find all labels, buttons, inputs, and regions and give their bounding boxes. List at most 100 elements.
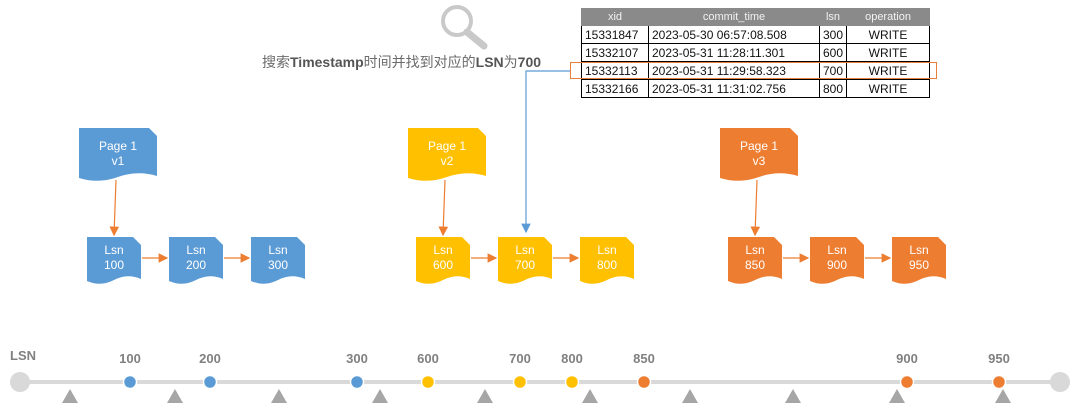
axis-start-cap	[10, 372, 30, 392]
lsn-label: Lsn	[909, 243, 928, 257]
axis-tick-marker	[372, 389, 388, 403]
lsn-doc-icon	[728, 237, 782, 284]
lsn-doc-icon	[87, 237, 141, 284]
page-title: Page 1	[99, 139, 137, 153]
cell-commit-time: 2023-05-31 11:29:58.323	[648, 61, 820, 80]
axis-tick-marker	[889, 389, 905, 403]
lsn-doc-icon	[810, 237, 864, 284]
lsn-label: Lsn	[433, 243, 452, 257]
lsn-label: Lsn	[104, 243, 123, 257]
lsn-label: Lsn	[597, 243, 616, 257]
timeline-point-label: 200	[199, 351, 221, 366]
timeline-point	[349, 374, 365, 390]
table-row: 15332166 2023-05-31 11:31:02.756 800 WRI…	[581, 79, 930, 98]
timeline-point	[512, 374, 528, 390]
table-row-highlighted: 15332113 2023-05-31 11:29:58.323 700 WRI…	[581, 61, 930, 80]
timeline-point	[420, 374, 436, 390]
lsn-doc-icon	[251, 237, 305, 284]
page-title: Page 1	[740, 139, 778, 153]
lsn-doc-icon	[169, 237, 223, 284]
axis-tick-marker	[785, 389, 801, 403]
caption-lsn-word: LSN	[475, 54, 504, 70]
header-lsn: lsn	[818, 8, 848, 26]
lsn-label: Lsn	[268, 243, 287, 257]
timeline-point-label: 950	[988, 351, 1010, 366]
timeline-point	[202, 374, 218, 390]
lsn-label: Lsn	[827, 243, 846, 257]
page-to-lsn-arrow	[438, 179, 449, 237]
timeline-point	[991, 374, 1007, 390]
timeline-point	[636, 374, 652, 390]
lsn-doc-icon	[498, 237, 552, 284]
cell-lsn: 300	[818, 25, 848, 44]
page-doc-icon	[79, 128, 157, 181]
lsn-value: 300	[268, 258, 288, 272]
cell-xid: 15332113	[581, 61, 649, 80]
axis-end-cap	[1050, 372, 1070, 392]
page-doc-icon	[720, 128, 798, 181]
cell-commit-time: 2023-05-30 06:57:08.508	[648, 25, 820, 44]
search-caption: 搜索Timestamp时间并找到对应的LSN为700	[262, 52, 541, 72]
lsn-label: Lsn	[186, 243, 205, 257]
axis-label: LSN	[10, 348, 36, 363]
cell-operation: WRITE	[846, 25, 930, 44]
table-row: 15332107 2023-05-31 11:28:11.301 600 WRI…	[581, 43, 930, 62]
lsn-doc-icon	[580, 237, 634, 284]
caption-keyword: Timestamp	[290, 54, 364, 70]
timeline-point	[564, 374, 580, 390]
timeline-point-label: 850	[633, 351, 655, 366]
lsn-value: 600	[433, 258, 453, 272]
page-to-lsn-arrow	[750, 179, 761, 237]
cell-operation: WRITE	[846, 79, 930, 98]
header-xid: xid	[581, 8, 649, 26]
timeline-point	[899, 374, 915, 390]
cell-commit-time: 2023-05-31 11:28:11.301	[648, 43, 820, 62]
axis-tick-marker	[995, 389, 1011, 403]
timeline-point-label: 900	[896, 351, 918, 366]
axis-tick-marker	[682, 389, 698, 403]
highlighted-row-box	[570, 62, 937, 79]
caption-middle: 时间并找到对应的	[363, 54, 476, 70]
lsn-value: 850	[745, 258, 765, 272]
lsn-doc-icon	[416, 237, 470, 284]
caption-value: 700	[517, 54, 542, 70]
timeline-point-label: 700	[509, 351, 531, 366]
cell-lsn: 600	[818, 43, 848, 62]
lsn-label: Lsn	[515, 243, 534, 257]
lsn-value: 900	[827, 258, 847, 272]
lsn-value: 100	[104, 258, 124, 272]
lookup-link-arrow	[521, 70, 571, 234]
axis-tick-marker	[477, 389, 493, 403]
lsn-label: Lsn	[745, 243, 764, 257]
lsn-value: 200	[186, 258, 206, 272]
table-header-row: xid commit_time lsn operation	[581, 8, 930, 26]
cell-commit-time: 2023-05-31 11:31:02.756	[648, 79, 820, 98]
timeline-point-label: 300	[346, 351, 368, 366]
header-commit-time: commit_time	[648, 8, 820, 26]
lsn-value: 950	[909, 258, 929, 272]
cell-xid: 15332166	[581, 79, 649, 98]
page-version: v2	[441, 154, 454, 168]
timeline-point-label: 100	[119, 351, 141, 366]
page-title: Page 1	[428, 139, 466, 153]
axis-tick-marker	[582, 389, 598, 403]
cell-xid: 15331847	[581, 25, 649, 44]
lsn-doc-icon	[892, 237, 946, 284]
timeline-point-label: 600	[417, 351, 439, 366]
page-version: v1	[112, 154, 125, 168]
lsn-value: 800	[597, 258, 617, 272]
search-icon	[441, 5, 488, 50]
header-operation: operation	[846, 8, 930, 26]
lsn-value: 700	[515, 258, 535, 272]
cell-lsn: 800	[818, 79, 848, 98]
page-version: v3	[753, 154, 766, 168]
page-to-lsn-arrow	[109, 179, 120, 237]
timeline-point	[122, 374, 138, 390]
axis-tick-marker	[62, 389, 78, 403]
page-doc-icon	[408, 128, 486, 181]
caption-suffix: 为	[503, 54, 518, 70]
